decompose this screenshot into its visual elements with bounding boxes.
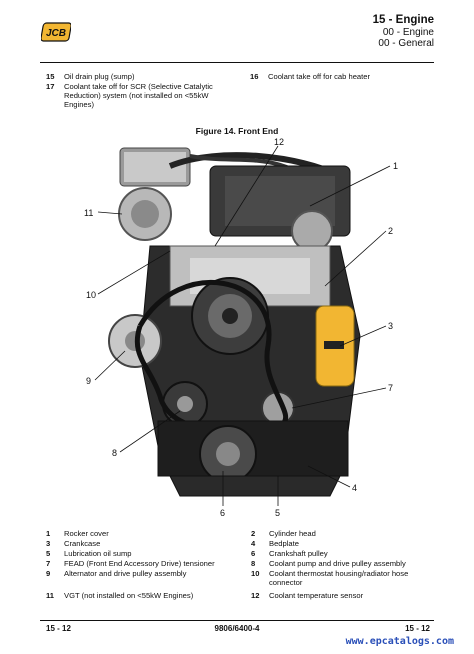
callout-2: 2 (388, 226, 393, 236)
key-label: Lubrication oil sump (64, 549, 132, 558)
key-number: 3 (46, 539, 51, 548)
footer-page-right: 15 - 12 (405, 624, 430, 633)
footer-doc-number: 9806/6400-4 (214, 624, 260, 633)
footer-rule (40, 620, 434, 621)
key-number: 4 (251, 539, 256, 548)
key-label: Rocker cover (64, 529, 109, 538)
key-row: 3 Crankcase 4 Bedplate (46, 539, 438, 548)
key-number: 6 (251, 549, 256, 558)
list-item: 15 Oil drain plug (sump) (46, 72, 236, 81)
callout-10: 10 (86, 290, 96, 300)
key-label: Crankcase (64, 539, 101, 548)
figure-caption: Figure 14. Front End (195, 126, 279, 136)
key-number: 8 (251, 559, 256, 568)
key-label: FEAD (Front End Accessory Drive) tension… (64, 559, 215, 568)
key-number: 10 (251, 569, 260, 578)
engine-front-illustration: 1 2 3 4 5 6 7 8 9 10 11 12 (40, 136, 434, 521)
key-number: 5 (46, 549, 51, 558)
key-number: 9 (46, 569, 51, 578)
callout-4: 4 (352, 483, 357, 493)
key-label: Cylinder head (269, 529, 316, 538)
key-row: 7 FEAD (Front End Accessory Drive) tensio… (46, 559, 438, 568)
key-label: Crankshaft pulley (269, 549, 328, 558)
key-row: 1 Rocker cover 2 Cylinder head (46, 529, 438, 538)
list-item: 17 Coolant take off for SCR (Selective C… (46, 82, 236, 109)
item-number: 16 (250, 72, 259, 81)
key-label: Alternator and drive pulley assembly (64, 569, 187, 578)
callout-6: 6 (220, 508, 225, 518)
callout-7: 7 (388, 383, 393, 393)
section-title: 15 - Engine (372, 14, 434, 26)
figure-key: 1 Rocker cover 2 Cylinder head 3 Crankcase … (46, 529, 438, 601)
callout-5: 5 (275, 508, 280, 518)
key-label: Coolant pump and drive pulley assembly (269, 559, 406, 568)
key-number: 1 (46, 529, 51, 538)
callout-12: 12 (274, 137, 284, 147)
top-item-list-right: 16 Coolant take off for cab heater (250, 72, 440, 82)
callout-3: 3 (388, 321, 393, 331)
callout-9: 9 (86, 376, 91, 386)
header-rule (40, 62, 434, 63)
key-number: 12 (251, 591, 260, 600)
key-label: Coolant temperature sensor (269, 591, 364, 600)
subsection-title: 00 - Engine (382, 27, 434, 38)
key-row: 11 VGT (not installed on <55kW Engines) 1… (46, 591, 438, 600)
key-number: 7 (46, 559, 51, 568)
item-number: 17 (46, 82, 55, 91)
key-label: Coolant thermostat housing/radiator hose… (269, 569, 409, 587)
callout-11: 11 (84, 208, 93, 218)
top-item-list: 15 Oil drain plug (sump) 17 Coolant take… (46, 72, 236, 110)
key-row: 5 Lubrication oil sump 6 Crankshaft pulley (46, 549, 438, 558)
item-text: Oil drain plug (sump) (64, 72, 135, 81)
key-label: Bedplate (269, 539, 299, 548)
jcb-logo: JCB (41, 21, 71, 43)
key-row: 9 Alternator and drive pulley assembly 10… (46, 569, 438, 587)
list-item: 16 Coolant take off for cab heater (250, 72, 440, 81)
key-number: 2 (251, 529, 256, 538)
footer-page-left: 15 - 12 (46, 624, 71, 633)
callout-8: 8 (112, 448, 117, 458)
key-label: VGT (not installed on <55kW Engines) (64, 591, 194, 600)
subsection-general: 00 - General (378, 38, 434, 49)
svg-text:JCB: JCB (46, 28, 66, 39)
key-number: 11 (46, 591, 55, 600)
callout-1: 1 (393, 161, 398, 171)
item-text: Coolant take off for SCR (Selective Cata… (64, 82, 213, 109)
section-header: 15 - Engine 00 - Engine 00 - General (373, 13, 434, 49)
watermark: www.epcatalogs.com (345, 636, 454, 647)
item-number: 15 (46, 72, 55, 81)
item-text: Coolant take off for cab heater (268, 72, 371, 81)
